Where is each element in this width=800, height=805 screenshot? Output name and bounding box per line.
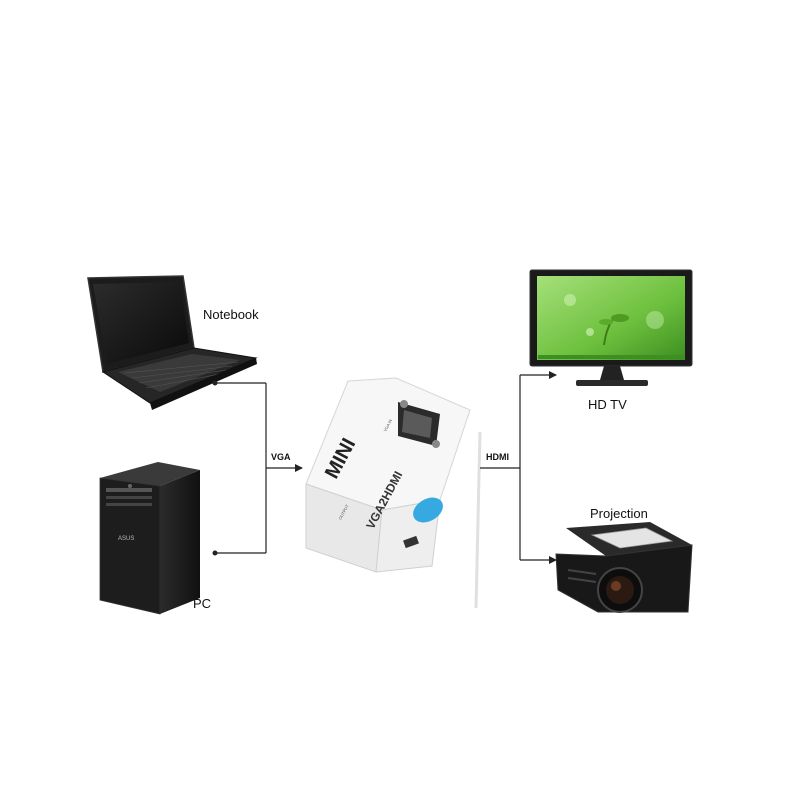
hdtv-label: HD TV — [588, 397, 627, 412]
laptop-icon — [87, 275, 258, 410]
svg-text:ASUS: ASUS — [118, 536, 134, 542]
pc-label: PC — [193, 596, 212, 611]
monitor-icon — [529, 269, 693, 386]
divider-line — [474, 431, 482, 609]
hdmi-connector-lines — [480, 371, 557, 564]
notebook-label: Notebook — [203, 307, 259, 322]
projector-icon — [555, 522, 693, 613]
projection-label: Projection — [590, 506, 648, 521]
desktop-tower-icon: ASUS — [99, 462, 200, 615]
vga-adapter-icon: MINI VGA2HDMI VGA IN OUTPUT — [305, 377, 471, 573]
hdmi-connection-label: HDMI — [486, 452, 509, 462]
notebook-link-dot — [212, 380, 218, 386]
pc-link-dot — [212, 550, 218, 556]
svg-text:VGA IN: VGA IN — [382, 418, 393, 432]
vga-connection-label: VGA — [271, 452, 291, 462]
hdtv-arrow-dot — [550, 373, 554, 377]
vga-connector-lines — [212, 380, 303, 556]
